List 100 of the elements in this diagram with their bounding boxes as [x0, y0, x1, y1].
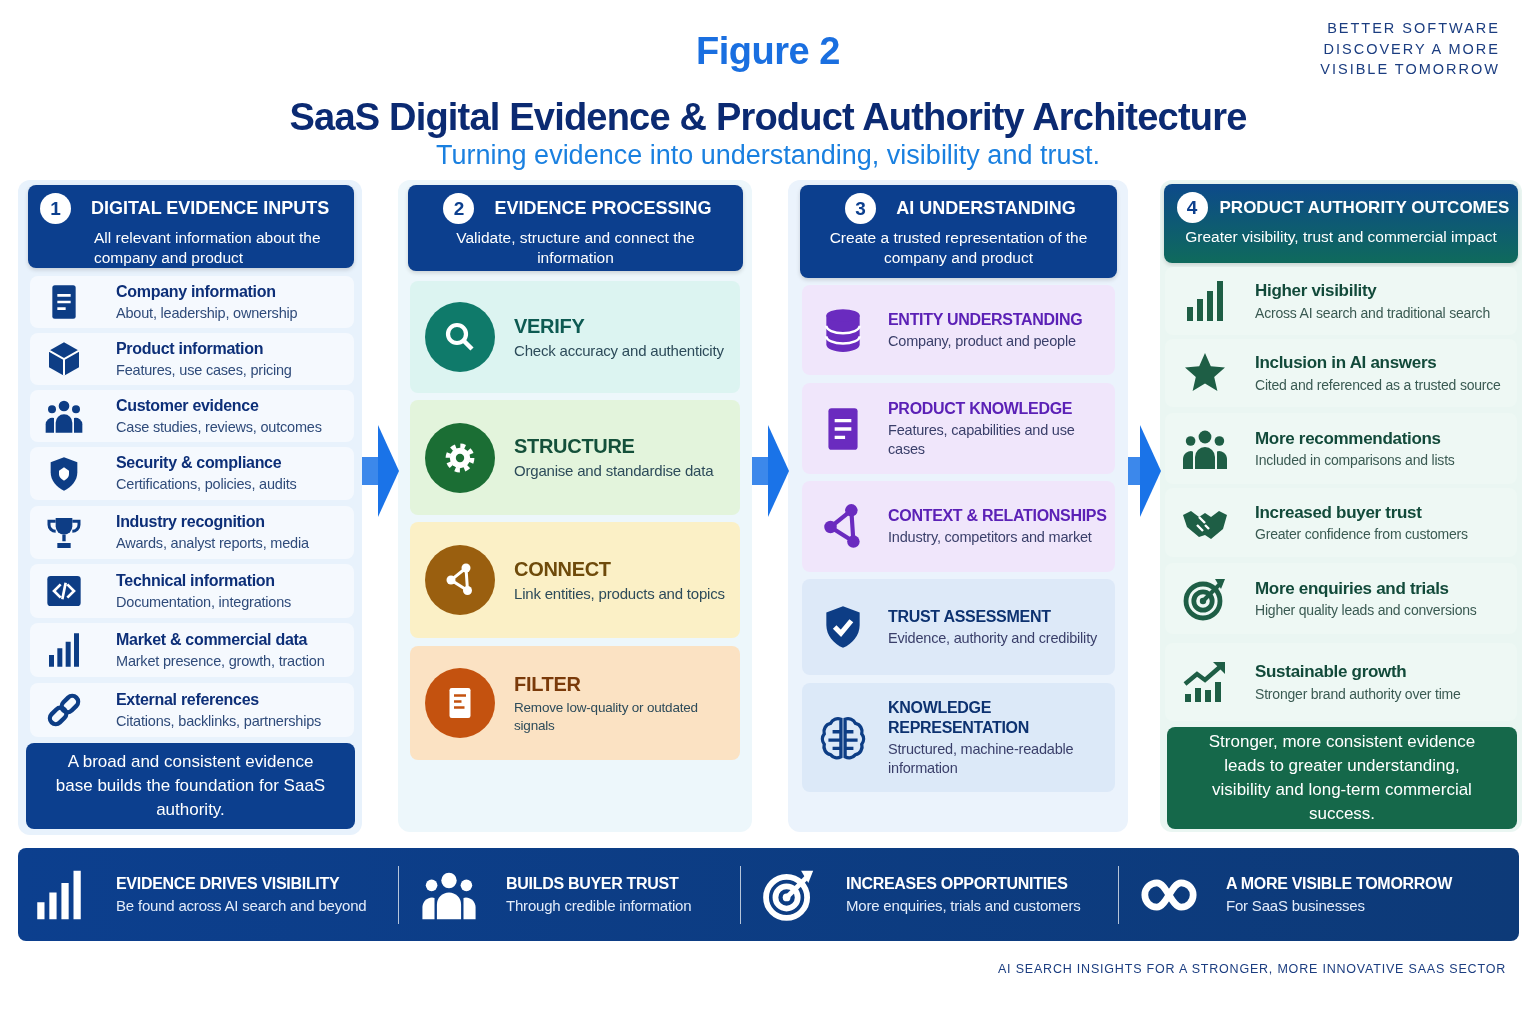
item-title: PRODUCT KNOWLEDGE — [888, 398, 1074, 419]
item-title: Increased buyer trust — [1255, 501, 1423, 524]
item-description: Certifications, policies, audits — [116, 475, 298, 494]
item-title: KNOWLEDGE REPRESENTATION — [888, 697, 1030, 738]
item-title: ENTITY UNDERSTANDING — [888, 309, 1084, 330]
column-subtitle: All relevant information about the company and product — [93, 228, 322, 268]
item-title: Product information — [116, 338, 265, 359]
process-card — [410, 646, 740, 760]
item-description: Remove low-quality or outdated signals — [514, 698, 699, 735]
step-number-badge: 1 — [40, 193, 71, 224]
column-header — [28, 185, 354, 268]
process-card — [410, 400, 740, 515]
evidence-card — [30, 390, 354, 442]
item-description: Across AI search and traditional search — [1255, 303, 1491, 322]
item-title: TRUST ASSESSMENT — [888, 606, 1052, 627]
item-title: A MORE VISIBLE TOMORROW — [1226, 874, 1454, 895]
understanding-card — [802, 481, 1115, 572]
item-title: External references — [116, 689, 260, 710]
item-title: Technical information — [116, 570, 276, 591]
item-title: Higher visibility — [1255, 280, 1378, 302]
item-description: Awards, analyst reports, media — [116, 534, 310, 553]
item-description: Citations, backlinks, partnerships — [116, 711, 323, 731]
evidence-card — [30, 506, 354, 559]
evidence-card — [30, 683, 354, 737]
summary-panel: A broad and consistent evidence base builds the foundation for SaaS authority. — [26, 743, 355, 829]
item-description: Link entities, products and topics — [514, 583, 726, 604]
column-title: PRODUCT AUTHORITY OUTCOMES — [1219, 197, 1510, 218]
arrow — [752, 425, 789, 517]
arrow — [362, 425, 399, 517]
figure-number: Figure 2 — [695, 30, 841, 73]
item-title: Inclusion in AI answers — [1255, 352, 1438, 374]
item-description: Features, capabilities and use cases — [888, 420, 1076, 459]
column-title: AI UNDERSTANDING — [896, 198, 1076, 219]
outcome-card — [1165, 563, 1517, 634]
item-title: Sustainable growth — [1255, 661, 1408, 683]
item-description: Company, product and people — [888, 331, 1077, 351]
outcome-card — [1165, 413, 1517, 484]
item-description: About, leadership, ownership — [116, 303, 299, 323]
column-panel — [398, 180, 752, 832]
step-number-badge: 4 — [1176, 192, 1208, 223]
evidence-card — [30, 447, 354, 500]
item-title: Security & compliance — [116, 453, 283, 474]
understanding-card — [802, 285, 1115, 375]
understanding-card — [802, 383, 1115, 474]
outcome-card — [1165, 339, 1517, 407]
item-description: Evidence, authority and credibility — [888, 628, 1098, 648]
item-description: Documentation, integrations — [116, 592, 293, 612]
item-description: Higher quality leads and conversions — [1255, 601, 1478, 620]
summary-panel: Stronger, more consistent evidence leads to greater understanding, visibility and long-term commercial success. — [1167, 727, 1517, 829]
evidence-card — [30, 276, 354, 328]
item-description: Structured, machine-readable information — [888, 739, 1075, 778]
item-title: Industry recognition — [116, 512, 266, 533]
item-description: Market presence, growth, traction — [116, 651, 326, 671]
item-title: Company information — [116, 281, 277, 302]
column-subtitle: Greater visibility, trust and commercial impact — [1184, 227, 1498, 247]
column-panel — [1160, 180, 1522, 832]
item-description: Through credible information — [506, 896, 693, 916]
subtitle: Turning evidence into understanding, visibility and trust. — [435, 140, 1101, 171]
item-description: More enquiries, trials and customers — [846, 896, 1082, 916]
item-title: FILTER — [514, 671, 582, 697]
item-description: Included in comparisons and lists — [1255, 451, 1456, 470]
item-title: BUILDS BUYER TRUST — [506, 874, 680, 895]
item-description: Be found across AI search and beyond — [116, 896, 368, 916]
item-description: Greater confidence from customers — [1255, 525, 1469, 544]
column-title: DIGITAL EVIDENCE INPUTS — [91, 198, 330, 219]
item-title: INCREASES OPPORTUNITIES — [846, 874, 1069, 895]
column-subtitle: Validate, structure and connect the information — [455, 228, 696, 268]
item-description: Check accuracy and authenticity — [514, 340, 725, 361]
evidence-card — [30, 623, 354, 677]
understanding-card — [802, 683, 1115, 792]
outcome-card — [1165, 267, 1517, 335]
item-title: VERIFY — [514, 313, 586, 339]
item-title: Market & commercial data — [116, 629, 309, 650]
item-description: Organise and standardise data — [514, 461, 715, 481]
footer-note: AI SEARCH INSIGHTS FOR A STRONGER, MORE INNOVATIVE SAAS SECTOR — [997, 962, 1506, 976]
outcome-card — [1165, 488, 1517, 557]
column-header — [408, 185, 743, 271]
item-title: CONTEXT & RELATIONSHIPS — [888, 506, 1108, 527]
evidence-card — [30, 564, 354, 618]
item-description: Stronger brand authority over time — [1255, 684, 1462, 703]
step-number-badge: 3 — [845, 193, 877, 224]
arrow — [1128, 425, 1161, 517]
item-description: Industry, competitors and market — [888, 528, 1093, 547]
tagline: BETTER SOFTWARE DISCOVERY A MORE VISIBLE TOMORROW — [1319, 19, 1500, 79]
process-card — [410, 522, 740, 638]
diagram-title: SaaS Digital Evidence & Product Authority Architecture — [288, 96, 1248, 139]
item-title: More recommendations — [1255, 427, 1442, 450]
process-card — [410, 281, 740, 393]
evidence-card — [30, 333, 354, 385]
item-description: Features, use cases, pricing — [116, 360, 293, 380]
summary-banner — [18, 848, 1519, 941]
item-description: Cited and referenced as a trusted source — [1255, 375, 1502, 394]
column-panel — [788, 180, 1128, 832]
step-number-badge: 2 — [443, 193, 475, 224]
item-description: For SaaS businesses — [1226, 896, 1366, 916]
item-description: Case studies, reviews, outcomes — [116, 417, 323, 437]
item-title: Customer evidence — [116, 395, 260, 416]
column-panel — [18, 180, 362, 835]
item-title: CONNECT — [514, 556, 612, 582]
column-header — [800, 185, 1117, 278]
